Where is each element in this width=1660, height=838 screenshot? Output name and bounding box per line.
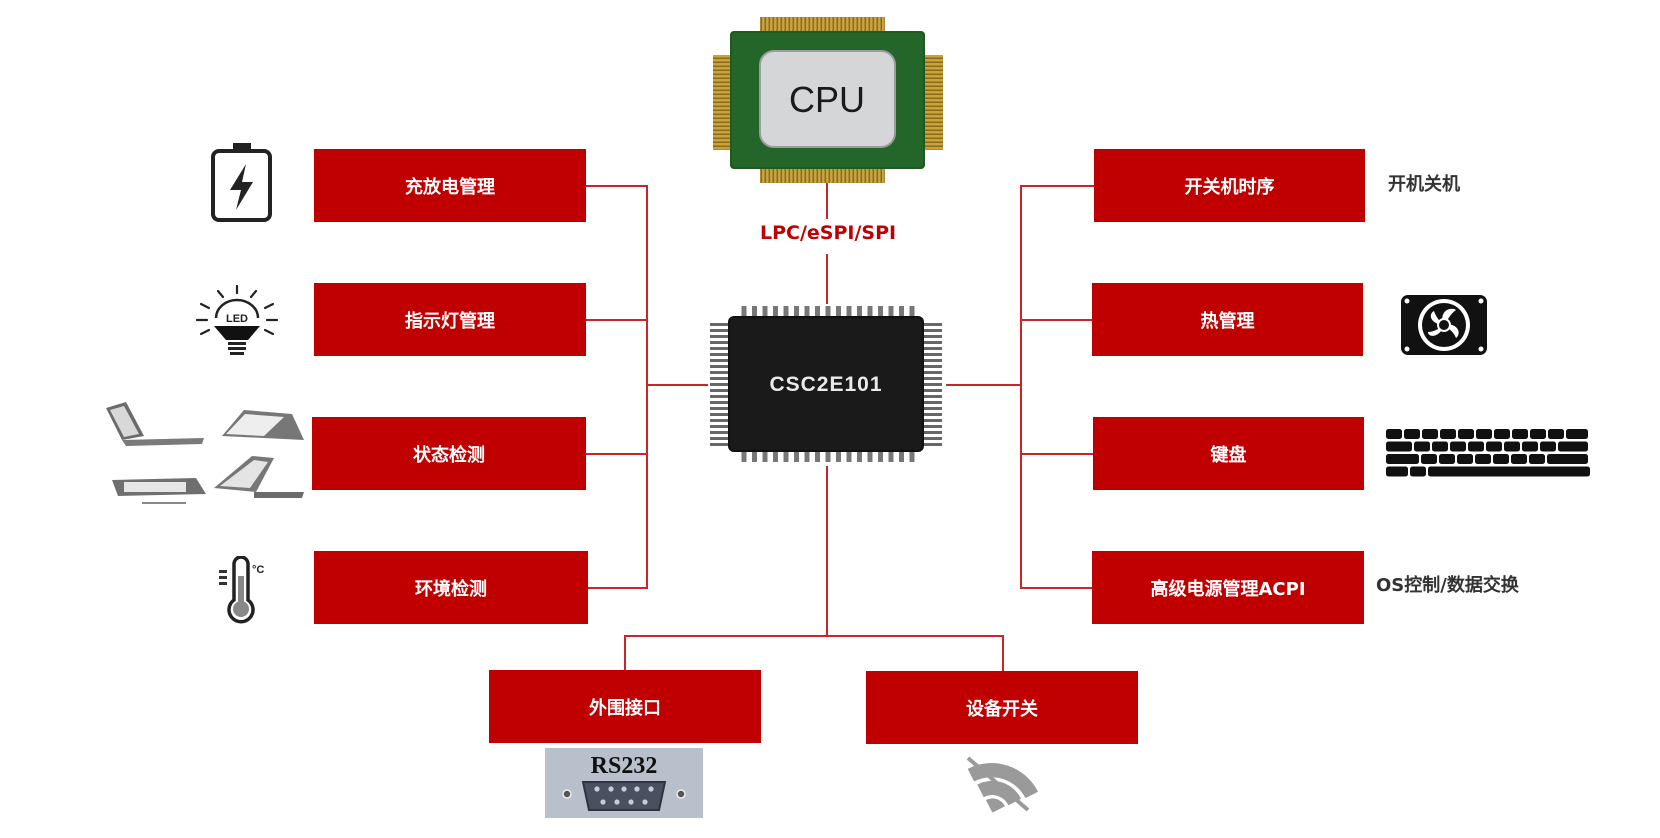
function-box-indicator-management[interactable]: 指示灯管理: [314, 283, 586, 356]
function-box-power-sequence[interactable]: 开关机时序: [1094, 149, 1365, 222]
keyboard-key: [1486, 441, 1502, 452]
laptop-modes-icon: [104, 398, 304, 506]
left-branch-2: [586, 319, 648, 321]
keyboard-key: [1540, 441, 1556, 452]
keyboard-key: [1468, 441, 1484, 452]
keyboard-key: [1386, 441, 1412, 452]
keyboard-key: [1439, 454, 1455, 464]
function-label: 键盘: [1210, 444, 1247, 466]
function-label: 外围接口: [589, 697, 661, 719]
keyboard-key: [1566, 429, 1588, 439]
keyboard-key: [1475, 454, 1491, 464]
keyboard-key: [1548, 429, 1564, 439]
wifi-off-icon: [958, 756, 1044, 812]
function-box-status-detection[interactable]: 状态检测: [312, 417, 586, 490]
keyboard-key: [1386, 429, 1402, 439]
function-label: 充放电管理: [405, 176, 495, 198]
keyboard-key: [1522, 441, 1538, 452]
battery-charging-icon: [208, 140, 276, 224]
ec-chip: CSC2E101: [708, 304, 944, 464]
os-control-text: OS控制/数据交换: [1376, 575, 1519, 596]
cpu-label: CPU: [789, 79, 865, 120]
left-trunk: [646, 185, 648, 589]
fan-icon: [1400, 294, 1488, 356]
keyboard-key: [1432, 441, 1448, 452]
keyboard-key: [1428, 466, 1590, 477]
led-bulb-icon: LED: [192, 282, 282, 358]
bottom-trunk: [826, 466, 828, 636]
left-branch-1: [586, 185, 648, 187]
bus-line-bottom: [826, 254, 828, 304]
function-box-peripheral-interface[interactable]: 外围接口: [489, 670, 761, 743]
keyboard-key: [1530, 429, 1546, 439]
keyboard-key: [1422, 429, 1438, 439]
celsius-label: °C: [252, 564, 264, 576]
rs232-port-icon: RS232: [545, 748, 703, 818]
thermometer-icon: °C: [216, 556, 280, 624]
keyboard-key: [1476, 429, 1492, 439]
function-box-keyboard[interactable]: 键盘: [1093, 417, 1364, 490]
left-branch-3: [586, 453, 648, 455]
keyboard-key: [1386, 454, 1419, 464]
cpu-chip: CPU: [710, 15, 945, 185]
function-box-thermal-management[interactable]: 热管理: [1092, 283, 1363, 356]
keyboard-key: [1547, 454, 1588, 464]
keyboard-key: [1414, 441, 1430, 452]
keyboard-key: [1558, 441, 1588, 452]
keyboard-key: [1410, 466, 1426, 477]
keyboard-key: [1504, 441, 1520, 452]
function-label: 状态检测: [413, 444, 485, 466]
right-to-ec: [946, 384, 1022, 386]
function-box-acpi[interactable]: 高级电源管理ACPI: [1092, 551, 1364, 624]
svg-text:LED: LED: [226, 313, 248, 325]
bus-label: LPC/eSPI/SPI: [760, 222, 897, 244]
rs232-label: RS232: [591, 753, 658, 779]
right-branch-3: [1020, 453, 1094, 455]
function-label: 高级电源管理ACPI: [1150, 578, 1306, 600]
function-box-environment-detection[interactable]: 环境检测: [314, 551, 588, 624]
left-to-ec: [646, 384, 708, 386]
keyboard-key: [1450, 441, 1466, 452]
keyboard-icon: [1386, 429, 1590, 479]
keyboard-key: [1458, 429, 1474, 439]
bottom-branch-2: [1002, 635, 1004, 672]
function-box-device-switch[interactable]: 设备开关: [866, 671, 1138, 744]
bottom-bar: [624, 635, 1004, 637]
keyboard-key: [1529, 454, 1545, 464]
function-label: 开关机时序: [1184, 176, 1275, 198]
function-label: 设备开关: [966, 698, 1038, 720]
right-branch-4: [1020, 587, 1092, 589]
right-branch-1: [1020, 185, 1094, 187]
function-box-charge-management[interactable]: 充放电管理: [314, 149, 586, 222]
keyboard-key: [1440, 429, 1456, 439]
function-label: 热管理: [1200, 310, 1255, 332]
keyboard-key: [1512, 429, 1528, 439]
right-trunk: [1020, 185, 1022, 589]
keyboard-key: [1386, 466, 1408, 477]
ec-chip-label: CSC2E101: [769, 373, 882, 396]
power-on-off-text: 开机关机: [1388, 174, 1460, 195]
function-label: 环境检测: [415, 578, 487, 600]
bottom-branch-1: [624, 635, 626, 672]
keyboard-key: [1494, 429, 1510, 439]
function-label: 指示灯管理: [405, 310, 495, 332]
keyboard-key: [1493, 454, 1509, 464]
right-branch-2: [1020, 319, 1092, 321]
bus-line-top: [826, 183, 828, 219]
keyboard-key: [1511, 454, 1527, 464]
keyboard-key: [1404, 429, 1420, 439]
left-branch-4: [586, 587, 648, 589]
keyboard-key: [1421, 454, 1437, 464]
keyboard-key: [1457, 454, 1473, 464]
